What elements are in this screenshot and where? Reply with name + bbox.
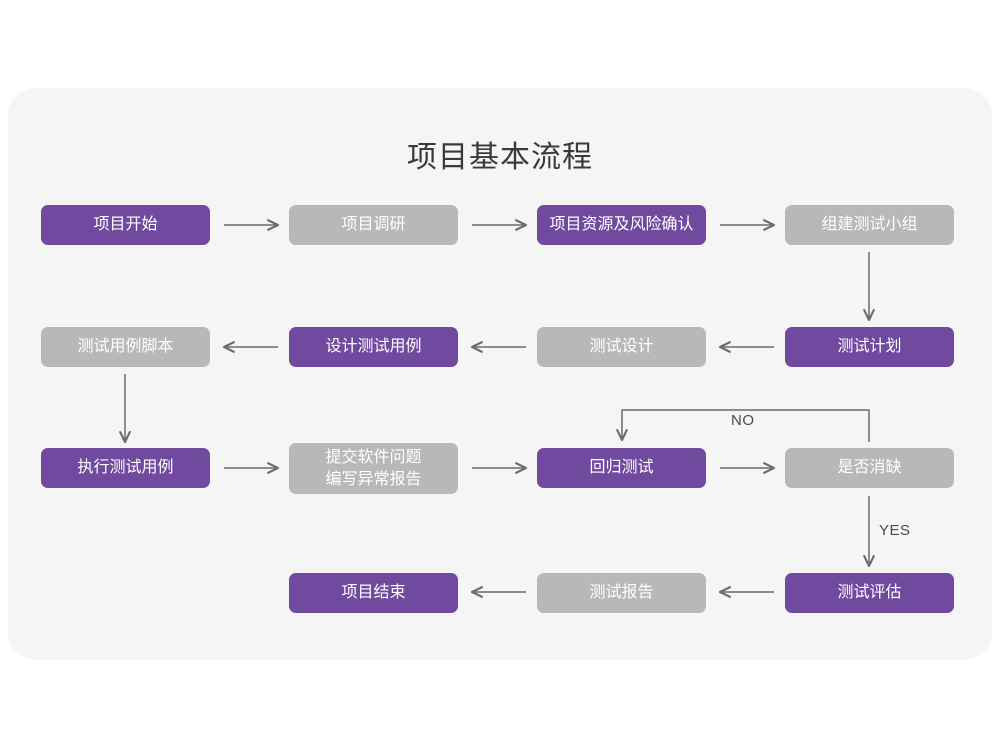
node-label: 项目结束 [341, 584, 406, 601]
node-project-end[interactable]: 项目结束 [289, 573, 458, 613]
node-label: 测试用例脚本 [77, 338, 174, 355]
node-project-research[interactable]: 项目调研 [289, 205, 458, 245]
edge-label-no: NO [731, 412, 755, 429]
node-execute-testcase[interactable]: 执行测试用例 [41, 448, 210, 488]
node-label: 项目调研 [341, 216, 406, 233]
node-resource-risk-confirm[interactable]: 项目资源及风险确认 [537, 205, 706, 245]
node-label: 回归测试 [589, 459, 654, 476]
node-testcase-script[interactable]: 测试用例脚本 [41, 327, 210, 367]
node-test-evaluation[interactable]: 测试评估 [785, 573, 954, 613]
node-test-plan[interactable]: 测试计划 [785, 327, 954, 367]
node-build-test-team[interactable]: 组建测试小组 [785, 205, 954, 245]
node-label: 测试报告 [589, 584, 654, 601]
node-label: 项目开始 [93, 216, 158, 233]
node-defect-cleared-decision[interactable]: 是否消缺 [785, 448, 954, 488]
flowchart-card [8, 88, 992, 660]
node-label: 执行测试用例 [77, 459, 174, 476]
page-title: 项目基本流程 [407, 141, 593, 174]
node-label: 组建测试小组 [821, 216, 918, 233]
node-test-report[interactable]: 测试报告 [537, 573, 706, 613]
node-project-start[interactable]: 项目开始 [41, 205, 210, 245]
node-label: 提交软件问题 编写异常报告 [325, 448, 422, 488]
node-label: 测试评估 [837, 584, 902, 601]
node-submit-issue-report[interactable]: 提交软件问题 编写异常报告 [289, 443, 458, 494]
node-label: 设计测试用例 [325, 338, 422, 355]
node-test-design[interactable]: 测试设计 [537, 327, 706, 367]
node-label: 测试计划 [837, 338, 902, 355]
node-design-testcase[interactable]: 设计测试用例 [289, 327, 458, 367]
node-regression-test[interactable]: 回归测试 [537, 448, 706, 488]
node-label: 项目资源及风险确认 [549, 216, 694, 233]
node-label: 测试设计 [589, 338, 654, 355]
edge-label-yes: YES [879, 522, 911, 539]
node-label: 是否消缺 [837, 459, 902, 476]
